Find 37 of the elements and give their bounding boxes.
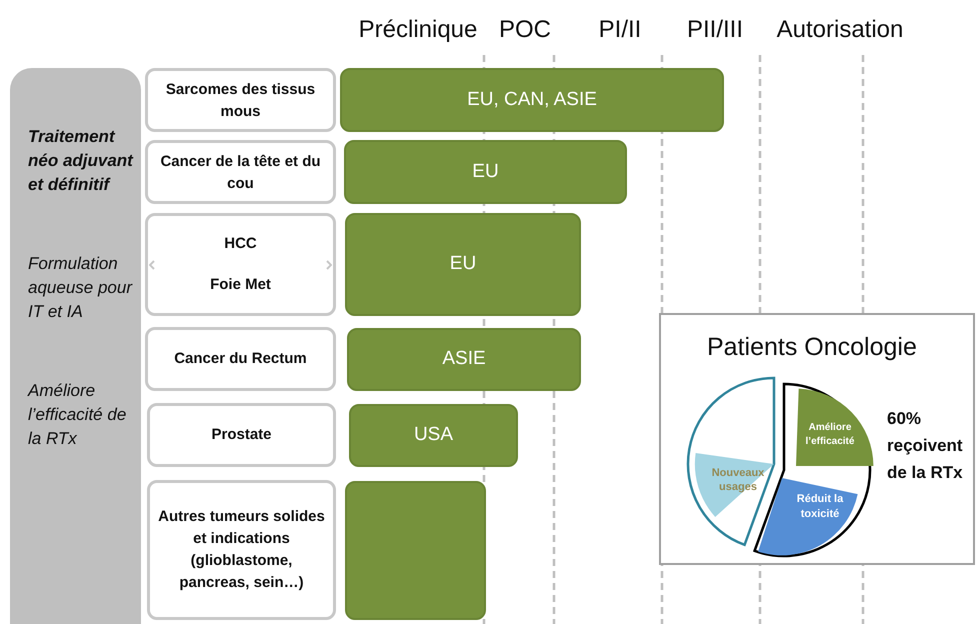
region-text: EU, CAN, ASIE (467, 88, 597, 112)
indication-box (147, 480, 336, 620)
phase-header: POC (499, 15, 551, 45)
indication-box (145, 327, 336, 391)
slice-label: Améliore l’efficacité (804, 421, 856, 449)
indication-text: HCC (224, 234, 257, 254)
indication-text: Cancer du Rectum (174, 349, 307, 369)
indication-box (147, 403, 336, 467)
indication-text: Sarcomes des tissus mous (164, 80, 316, 122)
region-text: EU (472, 160, 499, 184)
indication-text: Autres tumeurs solides et indications (glioblastome, pancreas, sein…) (158, 507, 325, 593)
indication-text: Cancer de la tête et du cou (159, 152, 322, 194)
phase-bar (349, 404, 518, 467)
chart-title: Patients Oncologie (707, 332, 917, 363)
indication-text: Prostate (211, 425, 272, 445)
phase-header: PI/II (598, 15, 642, 45)
indication-box (145, 68, 336, 132)
phase-bar (344, 140, 627, 204)
phase-header: PII/III (687, 15, 743, 45)
phase-header: Autorisation (776, 15, 904, 45)
stat-text: 60% reçoivent de la RTx (887, 408, 964, 484)
category-panel (10, 68, 141, 624)
indication-box (145, 213, 336, 316)
phase-bar (345, 213, 581, 316)
phase-bar (345, 481, 486, 620)
region-text: USA (414, 423, 454, 448)
category-text: Formulation aqueuse pour IT et IA (28, 252, 134, 323)
category-text: Traitement néo adjuvant et définitif (28, 126, 134, 196)
indication-text: Foie Met (210, 274, 271, 295)
category-text: Améliore l’efficacité de la RTx (28, 380, 128, 450)
phase-bar (347, 328, 581, 391)
phase-bar (340, 68, 724, 132)
indication-box (145, 140, 336, 204)
region-text: ASIE (442, 347, 486, 372)
slice-label: Réduit la toxicité (796, 492, 844, 522)
region-text: EU (450, 252, 476, 276)
phase-header: Préclinique (358, 15, 478, 45)
